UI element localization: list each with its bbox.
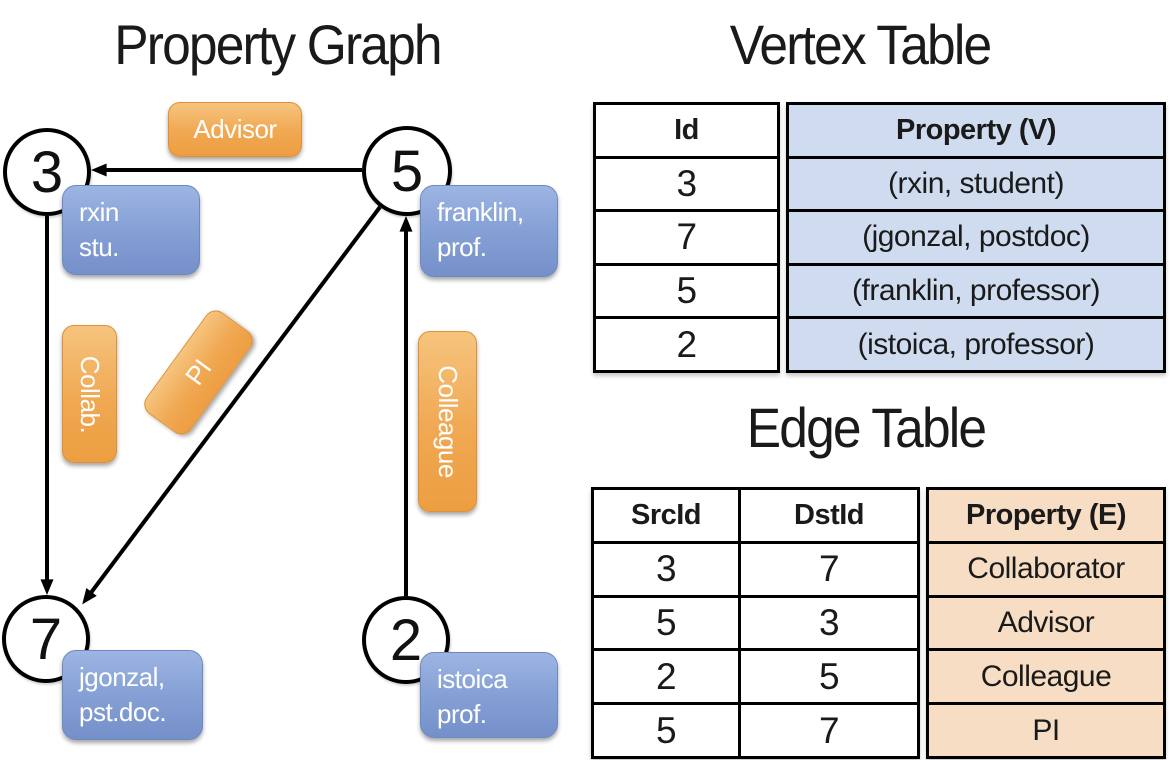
vertex-table-cell-id: 2: [676, 323, 697, 365]
edge-table-header-property: Property (E): [966, 498, 1126, 531]
edge-table-title: Edge Table: [746, 396, 987, 459]
property-graph-panel: Property Graph 3 5 7 2 rxin stu. frankli…: [0, 0, 580, 760]
edge-label-advisor: Advisor: [168, 102, 302, 157]
vertex-property-box-3: rxin stu.: [62, 185, 200, 275]
vertex-circle-2: 2: [362, 596, 450, 684]
vertex-property-line: rxin: [79, 197, 119, 227]
vertex-circle-5: 5: [362, 126, 452, 216]
vertex-property-line: prof.: [437, 232, 487, 263]
vertex-table-cell-id: 7: [676, 216, 697, 258]
edge-label-colleague: Colleague: [418, 331, 477, 512]
edge-line-pi: [82, 205, 382, 605]
edge-table-cell-dstid: 5: [818, 655, 840, 697]
edge-table-cell-dstid: 3: [818, 601, 840, 643]
vertex-table-cell-id: 3: [676, 162, 697, 204]
vertex-property-box-2: istoica prof.: [420, 652, 558, 738]
edge-label-text: Colleague: [433, 365, 463, 478]
vertex-table-cell-property: (istoica, professor): [857, 327, 1095, 361]
vertex-table-header-property: Property (V): [896, 113, 1056, 146]
vertex-table-header-id: Id: [674, 113, 699, 146]
edge-table-cell-srcid: 5: [594, 705, 741, 756]
edge-table-cell-srcid: 3: [594, 543, 741, 595]
edge-label-collab: Collab.: [62, 325, 117, 463]
vertex-property-line: franklin,: [437, 197, 524, 227]
edge-table-header-dstid: DstId: [794, 498, 865, 531]
edge-table-header-srcid: SrcId: [594, 490, 741, 541]
vertex-table-cell-property: (franklin, professor): [852, 274, 1100, 308]
edge-table-cell-property: Colleague: [980, 659, 1112, 693]
edge-label-text: PI: [179, 353, 218, 391]
edge-lines-canvas: [40, 163, 413, 605]
vertex-table-id-column: Id 3 7 5 2: [593, 102, 780, 373]
vertex-property-line: jgonzal,: [79, 662, 165, 692]
edge-table-ids-column: SrcId DstId 3 7 5 3 2 5 5 7: [591, 487, 920, 759]
vertex-id-label: 7: [29, 606, 63, 672]
vertex-id-label: 3: [30, 139, 64, 205]
edge-label-text: Collab.: [75, 355, 105, 433]
edge-table-cell-property: PI: [1032, 713, 1060, 747]
edge-table-cell-srcid: 2: [594, 651, 741, 703]
vertex-id-label: 5: [390, 138, 424, 204]
vertex-table-cell-property: (rxin, student): [888, 166, 1064, 200]
vertex-table-property-column: Property (V) (rxin, student) (jgonzal, p…: [786, 102, 1166, 373]
edge-table-cell-dstid: 7: [818, 709, 840, 751]
vertex-property-line: pst.doc.: [79, 697, 167, 728]
vertex-id-label: 2: [389, 607, 423, 673]
vertex-property-box-7: jgonzal, pst.doc.: [62, 650, 203, 740]
edge-table-cell-dstid: 7: [818, 548, 840, 590]
edge-table-cell-property: Collaborator: [967, 552, 1125, 586]
edge-label-text: Advisor: [193, 114, 277, 144]
vertex-property-line: stu.: [79, 232, 119, 263]
vertex-table-title: Vertex Table: [729, 13, 992, 76]
edge-table-cell-srcid: 5: [594, 597, 741, 649]
vertex-table-cell-id: 5: [676, 270, 697, 312]
vertex-property-line: istoica: [437, 664, 508, 694]
edge-table-cell-property: Advisor: [997, 605, 1095, 639]
vertex-property-box-5: franklin, prof.: [420, 185, 558, 277]
edge-table-property-column: Property (E) Collaborator Advisor Collea…: [926, 487, 1166, 759]
vertex-property-line: prof.: [437, 699, 487, 730]
vertex-table-cell-property: (jgonzal, postdoc): [862, 220, 1090, 254]
property-graph-title: Property Graph: [114, 13, 442, 76]
